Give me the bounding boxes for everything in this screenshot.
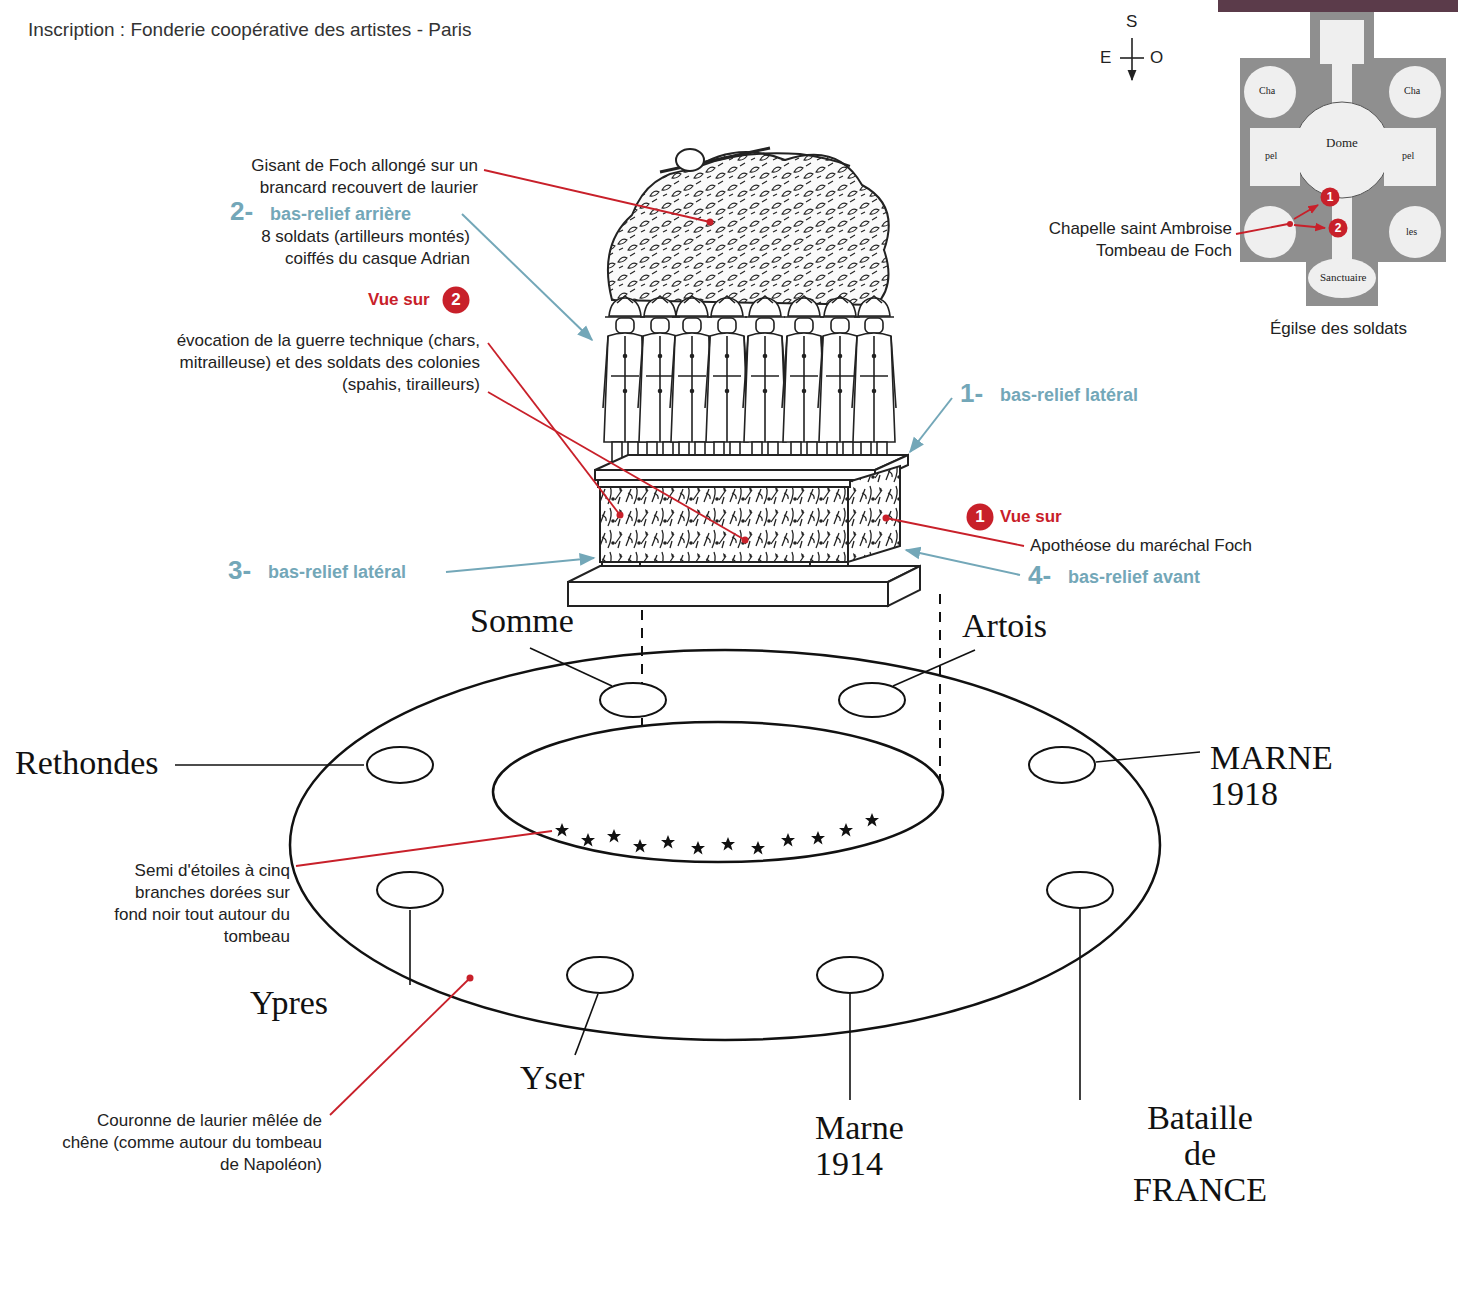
battle-name: Marne 1914 <box>815 1110 935 1182</box>
battle-name: Artois <box>962 608 1047 644</box>
compass <box>1120 38 1144 80</box>
crown-ring <box>290 650 1160 1040</box>
relief-arrow <box>446 214 1020 575</box>
leader-dot <box>1287 221 1293 227</box>
star-row <box>555 813 879 855</box>
compass-letter: O <box>1150 48 1163 68</box>
callout-note: Couronne de laurier mêlée de chêne (comm… <box>52 1110 322 1176</box>
callout-note: Gisant de Foch allongé sur un brancard r… <box>218 155 478 199</box>
compass-letter: E <box>1100 48 1111 68</box>
compass-letter: S <box>1126 12 1137 32</box>
view-marker: 2 <box>442 286 470 314</box>
battle-name: Yser <box>520 1060 584 1096</box>
relief-number: 3- <box>228 555 251 585</box>
relief-number: 4- <box>1028 560 1051 590</box>
plan-label: Cha <box>1259 85 1275 97</box>
view-marker: 2 <box>1328 218 1348 238</box>
relief-label: bas-relief latéral <box>1000 384 1138 406</box>
leader-dot <box>467 219 890 982</box>
callout-note: évocation de la guerre technique (chars,… <box>170 330 480 396</box>
plan-label: Sanctuaire <box>1320 271 1366 284</box>
callout-note: Semi d'étoiles à cinq branches dorées su… <box>100 860 290 948</box>
view-label: Vue sur <box>368 290 430 310</box>
red-leader <box>296 170 1024 1115</box>
battle-name: MARNE 1918 <box>1210 740 1345 812</box>
plan-caption: Égilse des soldats <box>1270 318 1407 340</box>
callout-note: 8 soldats (artilleurs montés) coiffés du… <box>210 226 470 270</box>
soldier-group <box>603 296 896 470</box>
leader-line <box>175 648 1200 1100</box>
heading: Inscription : Fonderie coopérative des a… <box>28 18 472 42</box>
tomb-footprint <box>493 722 943 862</box>
battle-name: Somme <box>470 603 574 639</box>
battle-name: Rethondes <box>15 745 159 781</box>
battle-name: Ypres <box>250 985 328 1021</box>
relief-label: bas-relief avant <box>1068 566 1200 588</box>
relief-label: bas-relief arrière <box>270 203 411 225</box>
plan-label: Dome <box>1326 135 1358 150</box>
relief-number: 1- <box>960 378 983 408</box>
callout-number: 2 <box>442 286 470 314</box>
view-marker: 1 <box>1320 187 1340 207</box>
laurel-mass <box>608 152 889 305</box>
recumbent-figure <box>660 148 850 172</box>
battle-medallion <box>367 683 1113 993</box>
plan-label: Cha <box>1404 85 1420 97</box>
plan-label: pel <box>1402 150 1414 162</box>
callout-note: Apothéose du maréchal Foch <box>1030 535 1252 557</box>
callout-number: 1 <box>1320 187 1340 207</box>
plan-caption: Chapelle saint Ambroise Tombeau de Foch <box>1032 218 1232 262</box>
relief-number: 2- <box>230 196 253 226</box>
sarcophagus <box>568 455 920 606</box>
battle-name: Bataille de FRANCE <box>1130 1100 1270 1208</box>
photo-strip <box>1218 0 1458 12</box>
plan-leader <box>1236 205 1325 234</box>
view-label: Vue sur <box>1000 507 1062 527</box>
callout-number: 2 <box>1328 218 1348 238</box>
relief-label: bas-relief latéral <box>268 561 406 583</box>
plan-label: les <box>1406 226 1417 238</box>
plan-label: pel <box>1265 150 1277 162</box>
church-plan <box>1240 12 1446 306</box>
callout-number: 1 <box>966 503 994 531</box>
view-marker: 1 <box>966 503 994 531</box>
